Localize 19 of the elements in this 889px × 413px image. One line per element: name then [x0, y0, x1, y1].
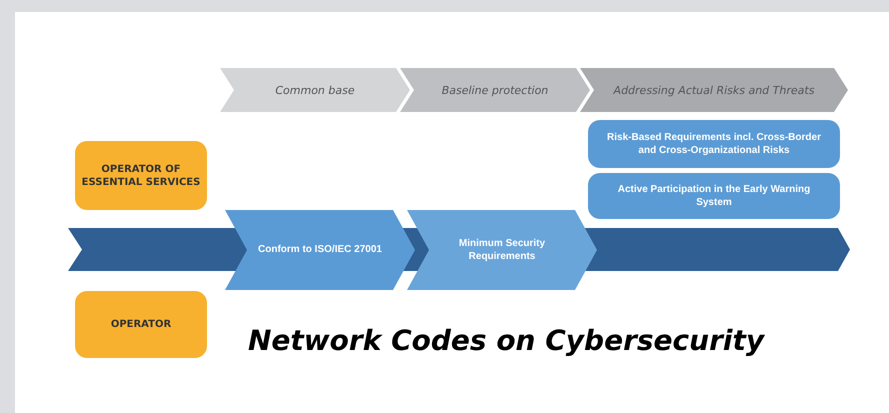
requirement-box [588, 173, 840, 219]
phase-band [580, 68, 848, 112]
phase-label: Addressing Actual Risks and Threats [614, 84, 814, 96]
node-label: Risk-Based Requirements incl. Cross-Border and Cross-Organizational Risks [606, 130, 822, 158]
step-tab [407, 210, 597, 290]
phase-band [400, 68, 590, 112]
diagram-title: Network Codes on Cybersecurity [248, 324, 764, 357]
operator-box [75, 141, 207, 210]
phase-band [220, 68, 410, 112]
phase-label: Common base [275, 84, 355, 96]
operator-box [75, 291, 207, 358]
node-label: OPERATOR [110, 318, 172, 331]
phase-label: Baseline protection [442, 84, 548, 96]
node-label: Minimum Security Requirements [458, 236, 546, 264]
node-label: Conform to ISO/IEC 27001 [258, 243, 382, 257]
step-tab [225, 210, 415, 290]
requirement-box [588, 120, 840, 168]
node-label: Active Participation in the Early Warning System [616, 182, 812, 210]
node-label: OPERATOR OF ESSENTIAL SERVICES [80, 162, 202, 188]
